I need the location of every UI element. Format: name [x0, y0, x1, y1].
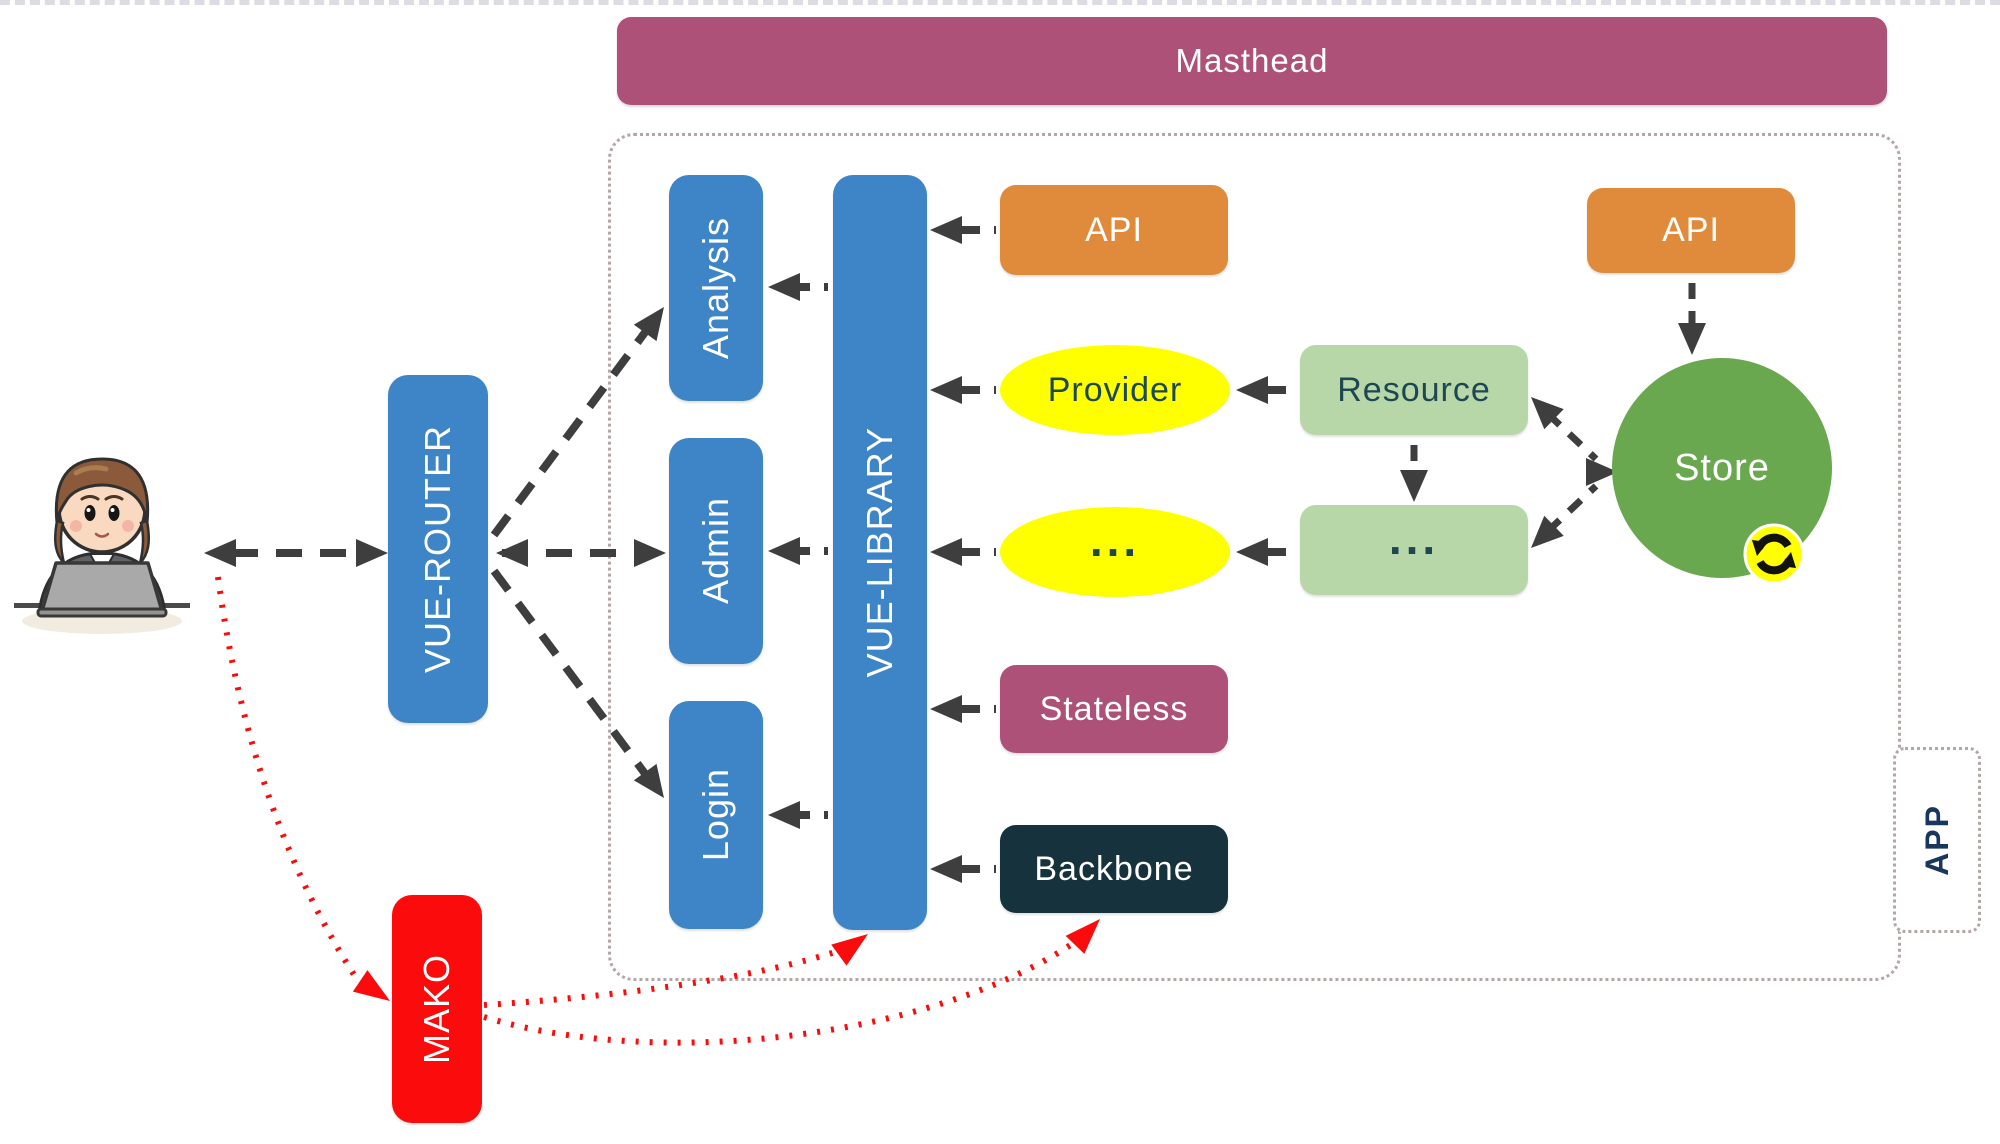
- store-label: Store: [1674, 446, 1770, 489]
- node-analysis: Analysis: [669, 175, 763, 401]
- node-mako: MAKO: [392, 895, 482, 1123]
- node-resource-more: ...: [1300, 505, 1528, 595]
- node-api-right: API: [1587, 188, 1795, 273]
- node-provider-more: ...: [1000, 507, 1230, 597]
- node-vue-router: VUE-ROUTER: [388, 375, 488, 723]
- node-login: Login: [669, 701, 763, 929]
- stateless-label: Stateless: [1039, 689, 1189, 728]
- person-at-laptop-illustration: [14, 457, 190, 634]
- login-label: Login: [695, 768, 736, 862]
- api-right-label: API: [1662, 211, 1720, 249]
- masthead-banner: Masthead: [617, 17, 1887, 105]
- resource-label: Resource: [1337, 370, 1491, 409]
- resource-more-label: ...: [1388, 512, 1440, 564]
- node-api-left: API: [1000, 185, 1228, 275]
- red-arrow-user-mako: [215, 576, 390, 1001]
- node-vue-library: VUE-LIBRARY: [833, 175, 927, 930]
- node-provider: Provider: [1000, 345, 1230, 435]
- node-admin: Admin: [669, 438, 763, 664]
- provider-label: Provider: [1047, 370, 1183, 409]
- sync-icon: [1743, 523, 1805, 585]
- app-tab: APP: [1893, 747, 1981, 933]
- vue-library-label: VUE-LIBRARY: [859, 427, 900, 678]
- masthead-label: Masthead: [1175, 42, 1329, 79]
- node-resource: Resource: [1300, 345, 1528, 435]
- vue-router-label: VUE-ROUTER: [417, 424, 458, 673]
- analysis-label: Analysis: [695, 216, 736, 360]
- node-stateless: Stateless: [1000, 665, 1228, 753]
- app-boundary: [608, 133, 1901, 981]
- provider-more-label: ...: [1089, 514, 1141, 566]
- arrow-user-router: [204, 539, 388, 567]
- admin-label: Admin: [695, 497, 736, 605]
- backbone-label: Backbone: [1034, 849, 1194, 888]
- api-left-label: API: [1085, 210, 1143, 249]
- app-tab-label: APP: [1918, 804, 1955, 876]
- mako-label: MAKO: [416, 953, 457, 1064]
- node-backbone: Backbone: [1000, 825, 1228, 913]
